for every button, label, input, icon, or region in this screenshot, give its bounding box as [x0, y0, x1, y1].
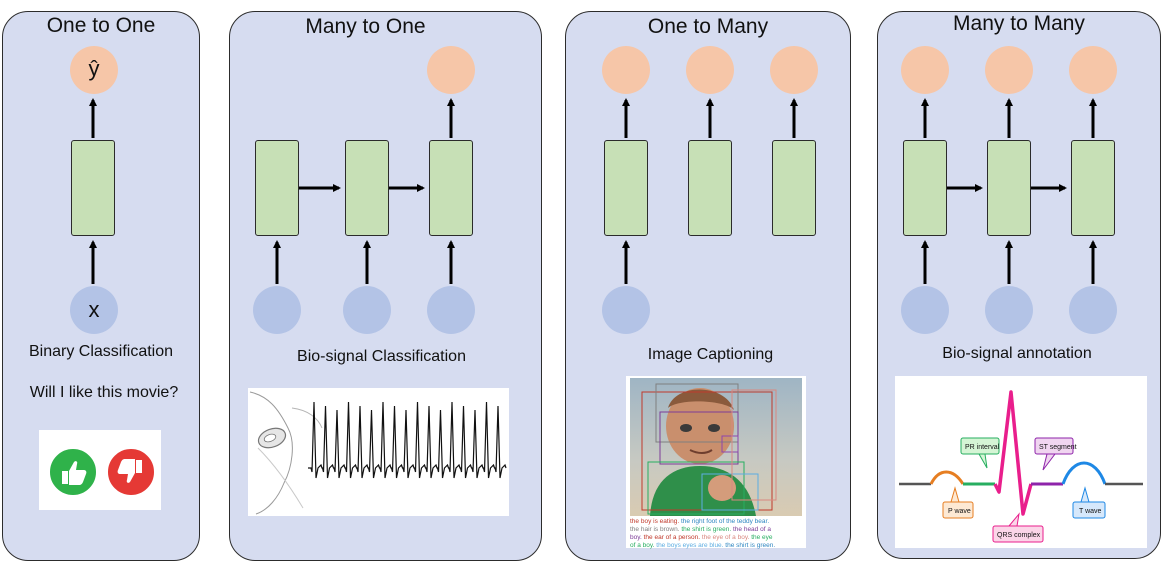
rnn-cell	[1071, 140, 1115, 236]
input-node	[427, 286, 475, 334]
captioning-image: the boy is eating. the right foot of the…	[626, 376, 806, 549]
rnn-cell	[987, 140, 1031, 236]
pr-interval-callout: PR interval	[960, 437, 1000, 469]
panel-title: One to Many	[647, 15, 769, 38]
input-node	[343, 286, 391, 334]
thumbs-image	[39, 430, 161, 510]
rnn-cell	[604, 140, 648, 236]
rnn-cell	[345, 140, 389, 236]
output-node	[901, 46, 949, 94]
input-node	[70, 286, 118, 334]
rnn-cell	[688, 140, 732, 236]
caption-line: the boy is eating. the right foot of the…	[630, 518, 770, 525]
panel-caption: Image Captioning	[647, 346, 774, 363]
output-symbol: ŷ	[88, 56, 100, 81]
qrs-complex-label: QRS complex	[997, 532, 1041, 539]
ecg-image	[248, 388, 509, 516]
panel-caption: Bio-signal Classification	[297, 348, 466, 365]
panel-title: Many to Many	[953, 12, 1085, 35]
output-node	[985, 46, 1033, 94]
output-node	[770, 46, 818, 94]
rnn-cell	[903, 140, 947, 236]
output-node	[686, 46, 734, 94]
output-node	[1069, 46, 1117, 94]
panel-title: One to One	[46, 14, 156, 37]
rnn-cell	[772, 140, 816, 236]
rnn-cell	[429, 140, 473, 236]
thumbs-up-icon	[48, 447, 98, 497]
input-node	[1069, 286, 1117, 334]
ecg-trace	[308, 401, 507, 479]
panel-caption: Bio-signal annotation	[942, 345, 1092, 362]
caption-line: boy. the ear of a person. the eye of a b…	[630, 534, 773, 541]
p-wave-label: P wave	[948, 508, 971, 515]
rnn-cell	[71, 140, 115, 236]
ecg-annotation-image: PR interval ST segment P wave T wave QRS…	[895, 376, 1147, 548]
st-segment-label: ST segment	[1039, 444, 1077, 451]
panel-caption: Binary Classification	[28, 343, 174, 360]
st-segment-callout: ST segment	[1034, 437, 1077, 471]
input-node	[253, 286, 301, 334]
caption-line: of a boy. the boys eyes are blue. the sh…	[630, 542, 776, 549]
input-node	[602, 286, 650, 334]
output-node	[70, 46, 118, 94]
input-symbol: x	[88, 297, 100, 322]
panel-title: Many to One	[305, 15, 426, 38]
rnn-cell	[255, 140, 299, 236]
t-wave-label: T wave	[1079, 508, 1102, 515]
output-node	[602, 46, 650, 94]
qrs-complex-callout: QRS complex	[992, 512, 1044, 543]
input-node	[901, 286, 949, 334]
caption-line: the hair is brown. the shirt is green. t…	[630, 526, 771, 533]
thumbs-down-icon	[106, 447, 156, 497]
panel-subcaption: Will I like this movie?	[29, 384, 179, 401]
output-node	[427, 46, 475, 94]
p-wave-callout: P wave	[942, 486, 974, 519]
pr-interval-label: PR interval	[965, 444, 1000, 451]
t-wave-callout: T wave	[1072, 486, 1106, 519]
input-node	[985, 286, 1033, 334]
